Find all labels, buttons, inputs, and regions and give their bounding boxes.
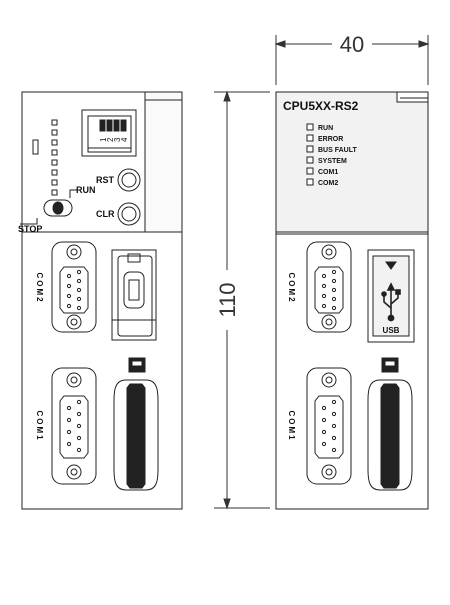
right-module-view	[275, 91, 429, 510]
right-led-column	[306, 123, 314, 186]
run-label: RUN	[76, 185, 96, 195]
rst-label: RST	[96, 175, 115, 185]
right-com2-label: COM2	[287, 272, 296, 303]
led-label-bus-fault: BUS FAULT	[318, 147, 357, 154]
usb-icon	[381, 282, 401, 322]
clr-label: CLR	[96, 209, 115, 219]
height-dimension	[214, 90, 270, 510]
led-label-system: SYSTEM	[318, 158, 347, 165]
led-label-com1: COM1	[318, 169, 338, 176]
right-com1-connector	[306, 367, 352, 485]
left-com2-connector	[51, 241, 97, 333]
height-dimension-label: 110	[215, 282, 240, 317]
led-label-error: ERROR	[318, 136, 343, 143]
right-sd-slot	[367, 357, 413, 491]
dip-number-3: 3	[113, 137, 122, 142]
model-name: CPU5XX-RS2	[283, 99, 359, 113]
left-com1-connector	[51, 367, 97, 485]
dip-number-1: 1	[99, 137, 108, 142]
left-module-view	[20, 91, 183, 510]
dip-number-4: 4	[120, 137, 129, 142]
left-sd-slot	[113, 357, 159, 491]
left-led-column	[51, 119, 58, 196]
dip-switch-numbers: 1 2 3 4	[99, 137, 129, 142]
run-stop-switch[interactable]	[20, 189, 78, 225]
left-com1-label: COM1	[35, 410, 44, 441]
usb-label: USB	[383, 326, 400, 335]
stop-label: STOP	[18, 224, 42, 234]
left-com2-label: COM2	[35, 272, 44, 303]
width-dimension	[274, 35, 430, 85]
width-dimension-label: 40	[340, 32, 364, 57]
right-com2-connector	[306, 241, 352, 333]
led-labels: RUN ERROR BUS FAULT SYSTEM COM1 COM2	[318, 125, 357, 187]
left-usb-connector	[111, 249, 157, 341]
led-label-com2: COM2	[318, 180, 338, 187]
rst-button[interactable]	[117, 168, 141, 192]
led-label-run: RUN	[318, 125, 333, 132]
clr-button[interactable]	[117, 202, 141, 226]
dip-number-2: 2	[106, 137, 115, 142]
right-com1-label: COM1	[287, 410, 296, 441]
dip-switch[interactable]	[81, 109, 137, 157]
